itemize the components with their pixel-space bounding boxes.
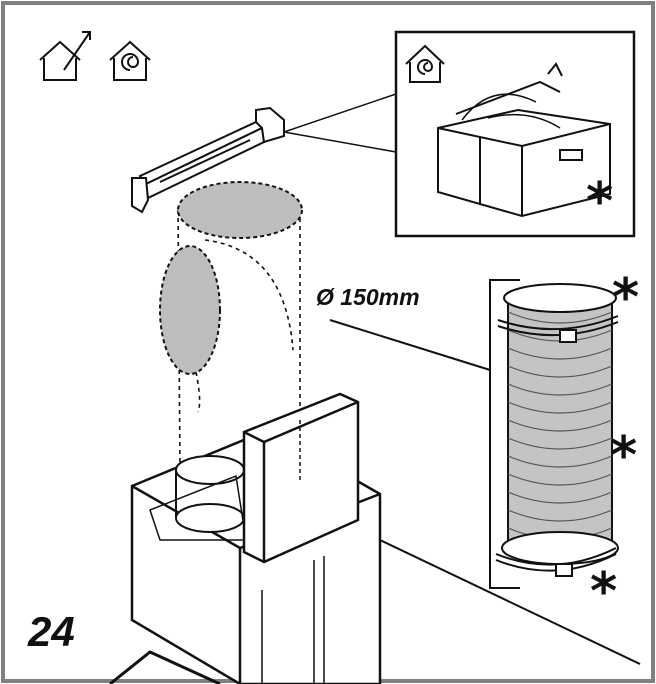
duct-top-opening [177,181,303,239]
duct-diameter-label: Ø 150mm [316,284,420,310]
step-number: 24 [28,608,75,655]
diameter-leader [329,319,491,371]
diameter-bracket [489,279,520,589]
house-vent-out-icon [39,31,91,81]
optional-part-asterisk-inset: * [586,172,614,232]
inset-recirculation-icon [405,44,445,83]
optional-part-asterisk-clamp-top: * [612,268,640,328]
house-recirculation-icon [109,40,151,81]
optional-part-asterisk-clamp-bottom: * [590,562,618,622]
duct-side-opening [159,245,221,375]
recirculation-cover-box [242,392,360,564]
hood-outlet-collar [149,455,247,541]
optional-part-asterisk-hose: * [610,426,638,486]
wall-bracket [131,106,285,214]
hose-clamp-bottom [495,547,617,577]
hose-clamp-top [497,315,619,343]
recirculation-filter-unit [437,62,611,218]
